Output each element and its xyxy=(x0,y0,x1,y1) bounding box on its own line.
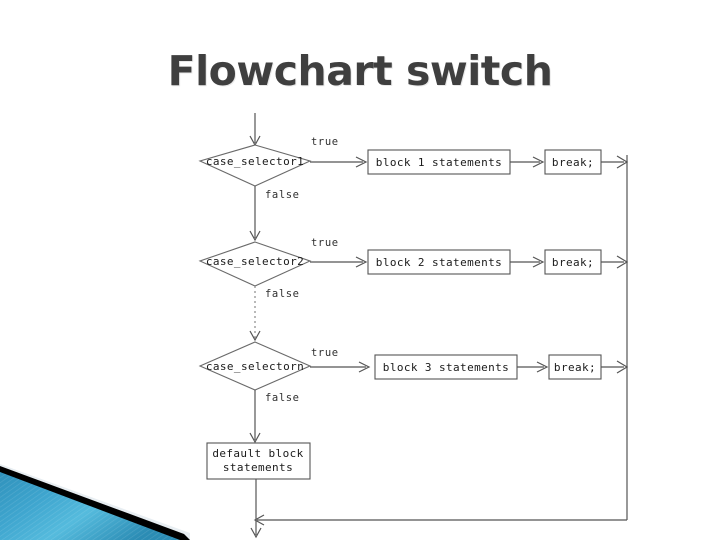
decision-2-true-label: true xyxy=(311,237,339,249)
decision-2-label: case_selector2 xyxy=(206,255,304,268)
break-box-3-label: break; xyxy=(554,361,596,374)
process-block-1-label: block 1 statements xyxy=(376,156,502,169)
true-branch-arrowhead-1 xyxy=(355,156,368,168)
decision-1-false-label: false xyxy=(265,189,300,201)
block-to-break-arrowhead-1 xyxy=(532,156,545,168)
exit-arrowhead xyxy=(250,527,262,539)
default-block-line-2: statements xyxy=(223,461,293,474)
break-box-2[interactable] xyxy=(544,249,602,275)
process-block-2[interactable] xyxy=(367,249,511,275)
false-branch-arrowhead-2 xyxy=(249,330,261,342)
block-to-break-arrowhead-2 xyxy=(532,256,545,268)
true-branch-arrowhead-3 xyxy=(358,361,371,373)
default-block-line-1: default block xyxy=(212,447,303,460)
decision-2-false-label: false xyxy=(265,288,300,300)
decision-3-true-label: true xyxy=(311,347,339,359)
page-title: Flowchart switch xyxy=(167,47,553,95)
decision-3-label: case_selectorn xyxy=(206,360,304,373)
decision-1-label: case_selector1 xyxy=(206,155,304,168)
false-branch-arrowhead-3 xyxy=(249,432,261,444)
default-block[interactable] xyxy=(206,442,311,480)
break-box-2-label: break; xyxy=(552,256,594,269)
decision-3-false-label: false xyxy=(265,392,300,404)
false-branch-arrowhead-1 xyxy=(249,230,261,242)
break-box-3[interactable] xyxy=(548,354,602,380)
process-block-3-label: block 3 statements xyxy=(383,361,509,374)
true-branch-arrowhead-2 xyxy=(355,256,368,268)
process-block-3[interactable] xyxy=(374,354,518,380)
break-box-1-label: break; xyxy=(552,156,594,169)
break-box-1[interactable] xyxy=(544,149,602,175)
block-to-break-arrowhead-3 xyxy=(536,361,549,373)
return-rail-arrowhead xyxy=(253,514,265,526)
process-block-1[interactable] xyxy=(367,149,511,175)
decision-1-true-label: true xyxy=(311,136,339,148)
process-block-2-label: block 2 statements xyxy=(376,256,502,269)
